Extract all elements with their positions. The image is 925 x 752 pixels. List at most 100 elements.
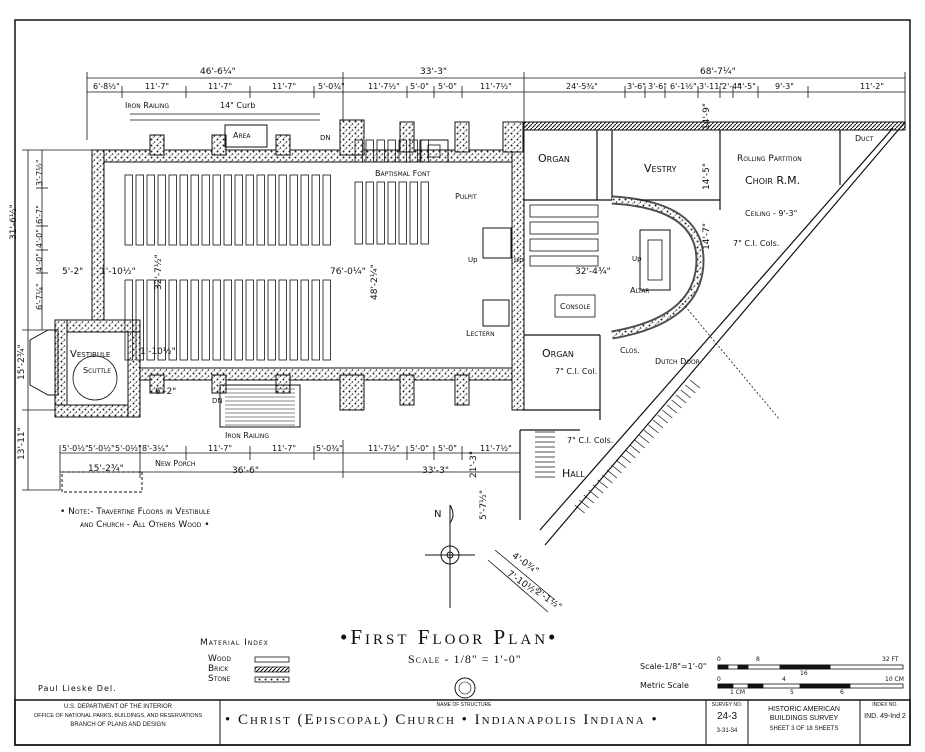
up-label-2: Up [514, 256, 524, 264]
north-arrow [425, 504, 475, 608]
curb-label: 14" Curb [220, 101, 256, 110]
down-label-2: DN [212, 397, 223, 405]
dim-left-total: 31'-6½" [9, 204, 19, 240]
toprow-dim-15: 4'-5" [737, 82, 756, 91]
survey-no-label: SURVEY NO. [711, 702, 743, 708]
ci-columns-label-2: 7" C.I. Col. [555, 367, 598, 376]
botrow-dim-10: 11'-7½" [480, 444, 512, 453]
dim-top-total-1: 46'-6¼" [200, 67, 236, 77]
m-tick-10: 10 CM [885, 676, 904, 683]
pew [256, 174, 265, 246]
toprow-dim-17: 11'-2" [860, 82, 885, 91]
top-dimensions [86, 72, 906, 140]
stair-tread [634, 439, 645, 449]
rolling-partition-label: Rolling Partition [737, 154, 802, 164]
pew [146, 279, 155, 361]
duct-label: Duct [855, 134, 874, 143]
diagonal-stair [574, 379, 701, 514]
dim-vestry-3: 14'-9" [702, 102, 712, 130]
toprow-dim-6: 5'-0" [410, 82, 429, 91]
pew [212, 279, 221, 361]
survey-no: 24-3 [716, 711, 737, 722]
toprow-dim-9: 24'-5¾" [566, 82, 598, 91]
stair-tread [680, 389, 691, 399]
dim-small-4: 6'-2" [155, 387, 177, 397]
iron-railing-bottom-label: Iron Railing [225, 431, 269, 440]
pew [245, 174, 254, 246]
pew [168, 174, 177, 246]
down-label-1: DN [320, 134, 331, 142]
pew [354, 139, 363, 163]
toprow-dim-16: 9'-3" [775, 82, 794, 91]
room-vestry: Vestry [644, 162, 677, 175]
botrow-dim-5: 11'-7" [272, 444, 297, 453]
up-label-3: Up [632, 255, 642, 263]
dim-vestry-2: 14'-7" [702, 222, 712, 250]
stone-swatch [254, 676, 290, 683]
leftrow-dim-4: 6'-7¼" [35, 283, 44, 310]
stair-tread [592, 484, 604, 494]
pew [168, 279, 177, 361]
pew [190, 174, 199, 246]
ft-tick-32: 32 FT [882, 656, 899, 663]
pew [157, 279, 166, 361]
pew [311, 174, 320, 246]
drawing-scale: Scale - 1/8" = 1'-0" [408, 652, 522, 666]
ft-tick-0: 0 [717, 656, 721, 663]
botrow-dim-7: 11'-7½" [368, 444, 400, 453]
toprow-dim-0: 6'-8½" [93, 82, 120, 91]
pew [376, 181, 385, 245]
cm-tick-6: 6 [840, 689, 844, 696]
dim-left-total-3: 15'-2¾" [17, 344, 27, 380]
stair-tread [662, 409, 673, 419]
habs-line1: HISTORIC AMERICAN [768, 706, 840, 713]
stair-tread [643, 429, 655, 439]
north-label: N [434, 509, 442, 520]
pew [124, 174, 133, 246]
material-legend [254, 656, 290, 683]
dim-small-1: 5'-2" [62, 267, 84, 277]
console-label: Console [560, 302, 591, 311]
toprow-dim-4: 5'-0¾" [318, 82, 345, 91]
agency-line1: U.S. DEPARTMENT OF THE INTERIOR [64, 704, 172, 710]
toprow-dim-1: 11'-7" [145, 82, 170, 91]
pew [365, 181, 374, 245]
botrow-dim-0: 5'-0½" [62, 444, 89, 453]
dim-small-5: 21'-3" [469, 450, 479, 478]
room-choir: Choir R.M. [745, 174, 801, 187]
stair-tread [579, 499, 590, 509]
pew [289, 279, 298, 361]
stair-tread [625, 449, 636, 459]
apse-wall [611, 195, 705, 340]
pew [234, 174, 243, 246]
scuttle-label: Scuttle [83, 366, 112, 375]
area-label: Area [233, 131, 251, 140]
title-block-frame [14, 699, 911, 746]
habs-seal [454, 677, 476, 699]
sheet-number: SHEET 3 OF 18 SHEETS [769, 726, 839, 732]
baptismal-font [419, 139, 449, 163]
pew [354, 181, 363, 245]
stair-tread [615, 459, 627, 469]
dim-top-total-2: 33'-3" [420, 67, 448, 77]
dim-nave-length: 76'-0¼" [330, 267, 366, 277]
botrow-dim-2: 5'-0½" [115, 444, 142, 453]
dim-bottom-total-1: 15'-2¾" [88, 464, 124, 474]
pew [146, 174, 155, 246]
pew [201, 279, 210, 361]
material-stone-label: Stone [208, 674, 231, 684]
pew [135, 279, 144, 361]
pew [311, 279, 320, 361]
botrow-dim-4: 11'-7" [208, 444, 233, 453]
ft-tick-8: 8 [756, 656, 760, 663]
area-well [224, 124, 268, 148]
stair-tread [652, 419, 664, 429]
exterior-walls [54, 119, 906, 418]
altar [639, 229, 671, 291]
pew [278, 174, 287, 246]
stair-tread [657, 414, 668, 424]
pew [267, 279, 276, 361]
botrow-dim-3: 8'-3¼" [142, 444, 169, 453]
ceiling-height-label: Ceiling - 9'-3" [745, 209, 798, 218]
